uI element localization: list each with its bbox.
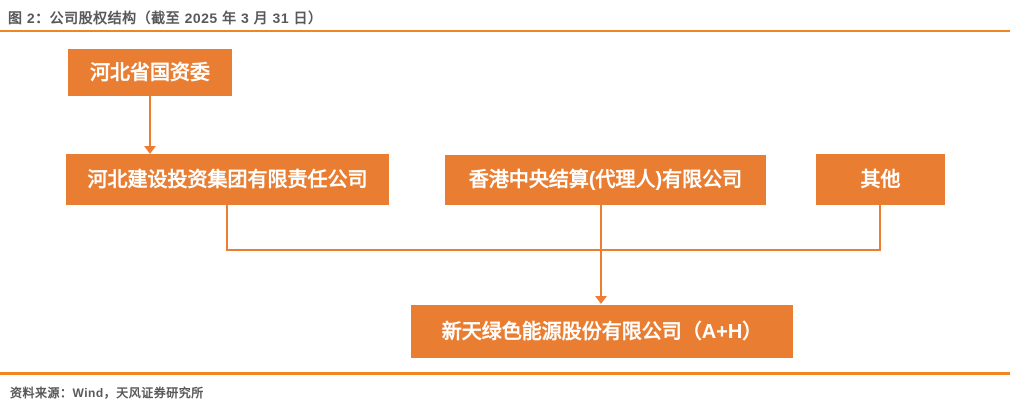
arrow-down-icon (595, 296, 607, 304)
connector-center-to-bottom (600, 205, 602, 297)
connector-top-to-left (149, 96, 151, 147)
connector-merge-horizontal (226, 249, 881, 251)
title-divider (0, 30, 1010, 32)
connector-left-drop (226, 205, 228, 251)
connector-right-drop (879, 205, 881, 251)
node-hkscc-nominees: 香港中央结算(代理人)有限公司 (445, 155, 766, 205)
node-xintian-green-energy: 新天绿色能源股份有限公司（A+H） (411, 305, 793, 358)
source-note: 资料来源：Wind，天风证券研究所 (10, 386, 204, 400)
node-others: 其他 (816, 154, 945, 205)
arrow-down-icon (144, 146, 156, 154)
footer-divider (0, 372, 1010, 375)
node-hebei-construction-investment-group: 河北建设投资集团有限责任公司 (66, 154, 389, 205)
figure-title: 图 2：公司股权结构（截至 2025 年 3 月 31 日） (8, 10, 323, 26)
node-hebei-sasac: 河北省国资委 (68, 49, 232, 96)
